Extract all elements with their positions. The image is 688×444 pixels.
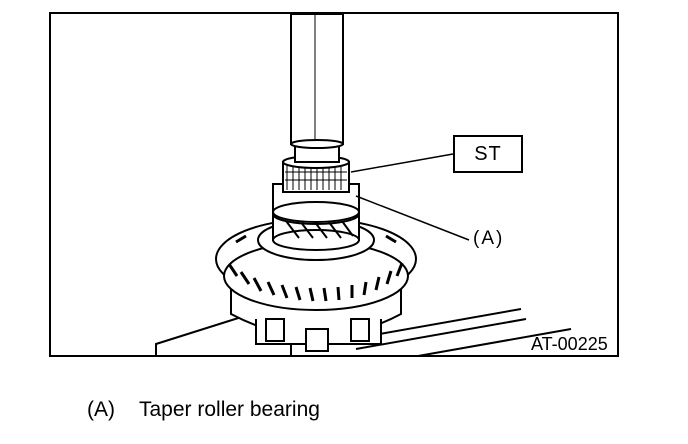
callout-st: ST [453, 135, 523, 173]
callout-st-label: ST [474, 142, 502, 165]
legend-text: Taper roller bearing [139, 398, 320, 421]
gear-assembly-illustration [155, 14, 572, 355]
st-tool-shaft [290, 14, 344, 163]
legend-key: (A) [87, 398, 115, 421]
figure-frame: ST (A) AT-00225 [49, 12, 619, 357]
legend-item: (A) Taper roller bearing [87, 398, 320, 422]
callout-a-label: (A) [473, 228, 505, 249]
st-tool-collar [272, 155, 360, 223]
figure-code: AT-00225 [531, 334, 608, 354]
leader-lines [350, 153, 470, 241]
